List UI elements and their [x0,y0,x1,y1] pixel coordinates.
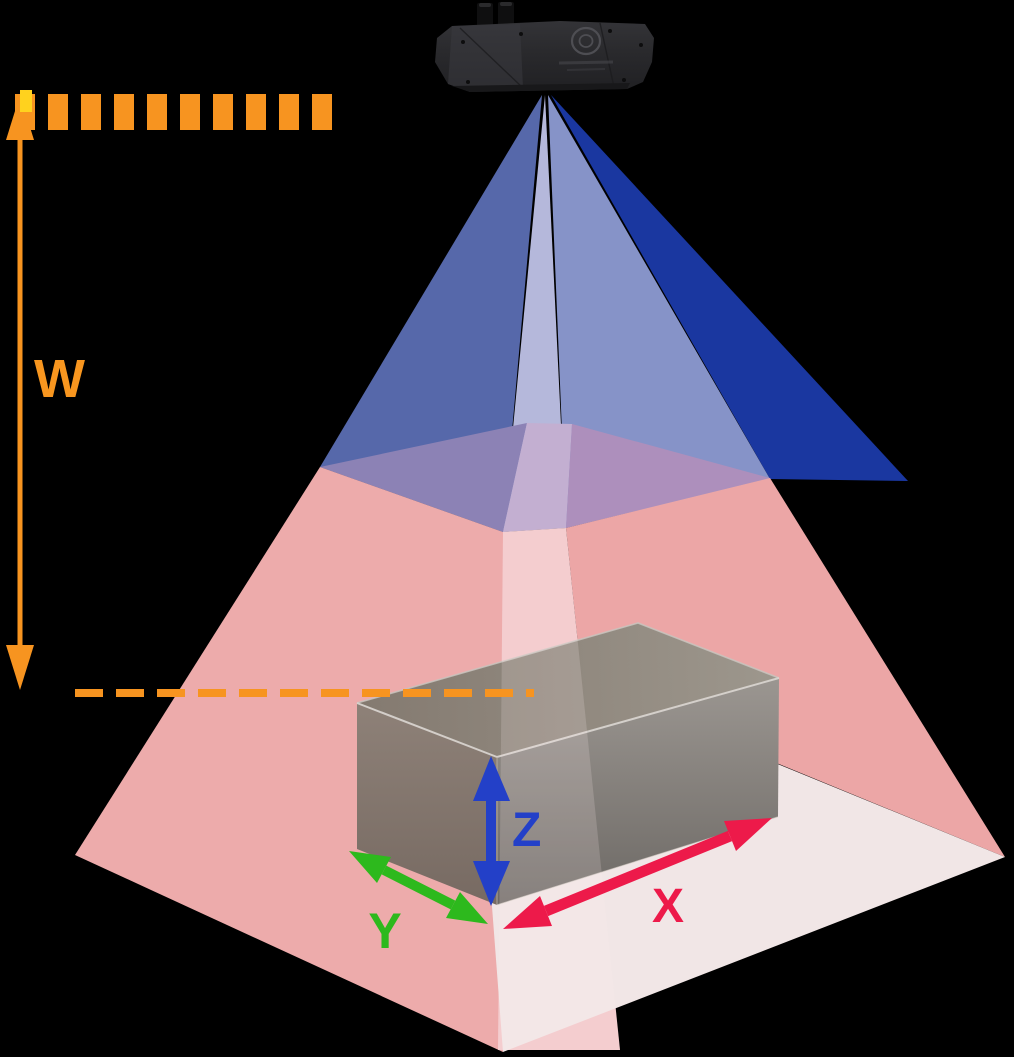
x-arrow-head-right [724,818,772,851]
connector-knob-right-cap [500,2,512,6]
box-right-face [497,678,779,905]
logo-wordmark-sub [566,68,606,71]
y-axis-label: Y [368,903,401,959]
connector-knob-left-cap [479,3,491,7]
y-arrow-shaft [381,865,456,910]
z-arrow-shaft [486,799,496,863]
device-bottom-strip [452,83,630,92]
working-distance-dimension: W [6,95,85,690]
y-arrow-head-left [349,851,391,883]
device-facet-left [448,24,523,92]
near-pyramid-front-left-face [320,95,542,532]
logo-outer-ring [570,26,602,56]
screw [608,29,612,33]
far-pyramid-left-face [75,467,503,1052]
far-pyramid-right-face [566,478,1005,857]
x-arrow-shaft [543,830,733,917]
z-axis-label: Z [512,804,541,857]
box-left-face [357,703,497,905]
dimension-arrow-down [6,645,34,690]
device-facet-seam-left [459,27,524,89]
scanner-device [435,2,654,92]
working-distance-label: W [34,349,85,409]
device-connectors [477,2,514,27]
z-axis-arrow: Z [473,756,541,906]
box-top-face [357,623,779,757]
logo-inner-ring [578,34,594,48]
device-logo [558,26,614,71]
box-back-edges [356,622,780,704]
tick-highlight [20,90,32,112]
z-arrow-head-down [473,861,510,906]
screw [622,78,626,82]
x-axis-arrow: X [503,818,772,933]
connector-knob-right [498,2,514,27]
connector-knob-left [477,3,493,27]
overlap-left [320,423,527,532]
near-field-pyramid [320,95,908,532]
screw [466,80,470,84]
y-axis-arrow: Y [349,851,488,959]
z-arrow-head-up [473,756,510,801]
near-pyramid-front-edge-band [503,95,566,532]
screw [461,40,465,44]
device-screws [461,29,643,84]
near-pyramid-right-side-face [551,95,908,481]
dimension-line-shaft [17,138,23,648]
pyramid-overlap-tint [320,423,770,532]
logo-wordmark [558,60,614,65]
screw [519,32,523,36]
measured-box [356,622,780,906]
near-pyramid-front-right-face [548,95,770,528]
overlap-band [503,423,572,532]
camera-level-tick-row [15,90,336,130]
x-arrow-head-left [503,896,552,929]
x-axis-label: X [652,880,684,933]
overlap-right [566,424,770,528]
screw [639,43,643,47]
y-arrow-head-right [446,892,488,924]
device-facet-seam-right [599,22,615,88]
